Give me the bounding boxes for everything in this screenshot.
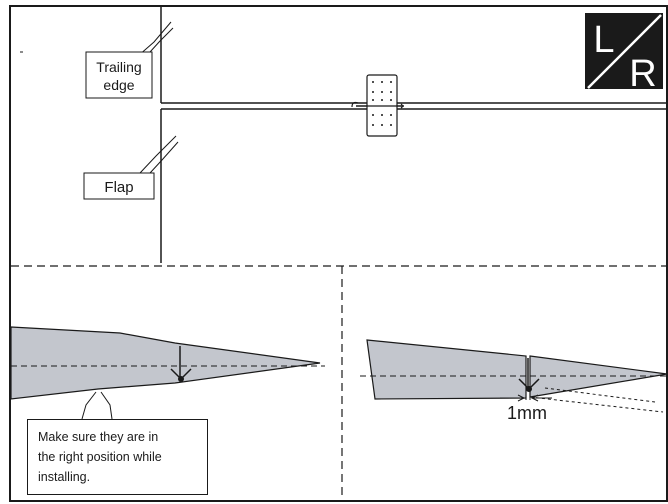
installation-note: Make sure they are in the right position… <box>27 419 208 495</box>
left-right-badge: L R <box>585 13 663 95</box>
note-line-1: Make sure they are in <box>38 430 159 444</box>
deflection-line-2 <box>544 387 656 403</box>
trailing-edge-label-line1: Trailing <box>96 59 141 75</box>
flap-label: Flap <box>104 179 133 196</box>
trailing-edge-label-line2: edge <box>103 77 134 93</box>
outer-frame <box>9 5 668 502</box>
flap-callout: Flap <box>83 135 179 200</box>
trailing-edge-callout: Trailing edge <box>85 21 174 99</box>
top-view: Trailing edge Flap L R <box>20 7 667 263</box>
right-cross-section: 1mm <box>360 339 668 423</box>
wing-profile-left <box>10 326 321 400</box>
hinge <box>351 74 404 137</box>
note-line-2: the right position while <box>38 450 162 464</box>
gap-dimension-label: 1mm <box>507 403 547 423</box>
note-line-3: installing. <box>38 470 91 484</box>
wing-profile-right <box>366 339 527 400</box>
badge-left-letter: L <box>593 19 614 61</box>
deflection-line-1 <box>529 396 664 413</box>
badge-right-letter: R <box>629 53 656 95</box>
left-cross-section <box>10 326 325 420</box>
